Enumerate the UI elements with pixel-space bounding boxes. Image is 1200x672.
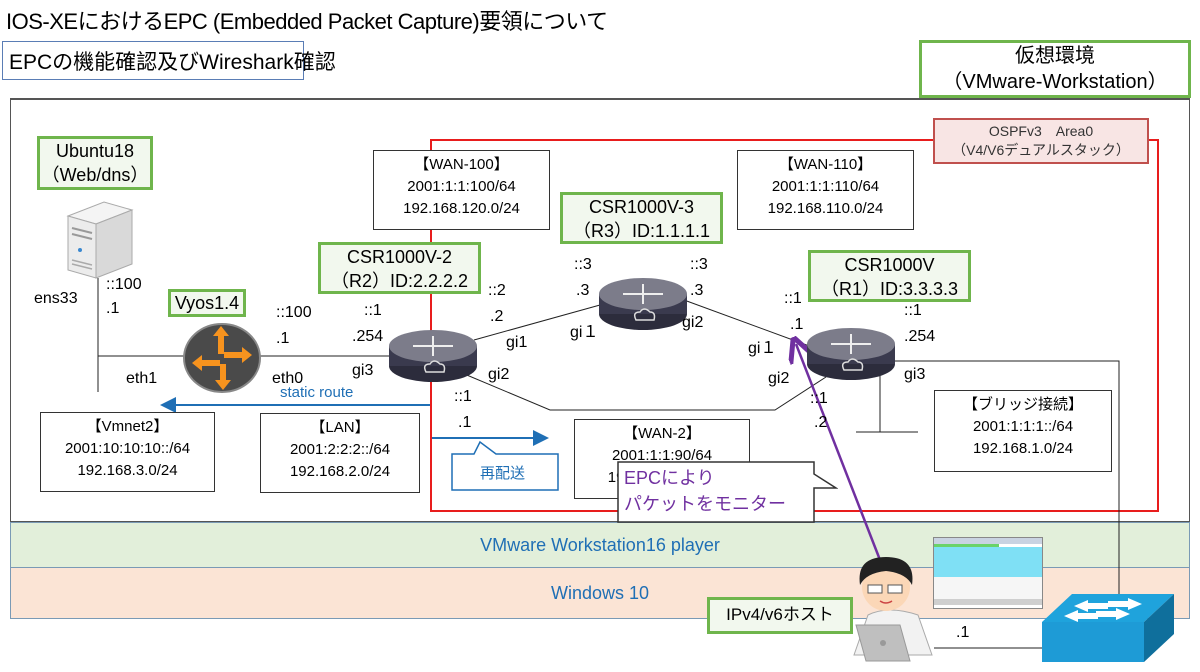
lan-name: 【LAN】: [310, 419, 370, 436]
ubuntu-label-line2: （Web/dns）: [41, 165, 149, 185]
wan110-name: 【WAN-110】: [778, 156, 873, 173]
r3-label: CSR1000V-3 （R3）ID:1.1.1.1: [560, 192, 723, 244]
page-title: IOS-XEにおけるEPC (Embedded Packet Capture)要…: [6, 9, 608, 34]
bridge-ipv6: 2001:1:1:1::/64: [972, 418, 1074, 435]
r3-gi1-ipv6: ::3: [574, 256, 592, 273]
wireshark-thumbnail: [933, 537, 1043, 609]
r1-gi3-ipv4: .254: [904, 328, 936, 345]
r3-gi1-ipv4: .3: [576, 282, 590, 299]
virtual-environment-frame: [10, 98, 1190, 522]
r3-gi1-name: gi１: [570, 324, 599, 341]
r2-gi3-name: gi3: [352, 362, 374, 379]
host-ipv4: .1: [956, 624, 970, 641]
vmnet2-ipv6: 2001:10:10:10::/64: [64, 440, 191, 457]
wan100-ipv6: 2001:1:1:100/64: [407, 178, 516, 195]
r1-gi1-ipv4: .1: [790, 316, 804, 333]
vmnet2-ipv4: 192.168.3.0/24: [77, 462, 178, 479]
r2-gi3-ipv6: ::1: [364, 302, 382, 319]
wan2-name: 【WAN-2】: [623, 425, 701, 442]
wan100-ipv4: 192.168.120.0/24: [403, 200, 520, 217]
r1-label-line1: CSR1000V: [844, 255, 935, 275]
r1-gi3-name: gi3: [904, 366, 926, 383]
ospf-label-line1: OSPFv3 Area0: [988, 123, 1094, 139]
r2-gi1-ipv4: .2: [490, 308, 504, 325]
ospf-area-label: OSPFv3 Area0 （V4/V6デュアルスタック）: [933, 118, 1149, 164]
redistribute-callout: [451, 440, 559, 491]
vyos-label: Vyos1.4: [168, 289, 246, 317]
host-user-icon: [853, 557, 933, 662]
epc-monitor-arrow: [796, 344, 882, 561]
ubuntu-label: Ubuntu18 （Web/dns）: [37, 136, 153, 190]
r1-label: CSR1000V （R1）ID:3.3.3.3: [808, 250, 971, 302]
environment-label-line2: （VMware-Workstation）: [942, 71, 1168, 93]
wan110-ipv4: 192.168.110.0/24: [767, 200, 884, 217]
r2-gi2-ipv4: .1: [458, 414, 472, 431]
bridge-ipv4: 192.168.1.0/24: [972, 440, 1074, 457]
r3-gi2-ipv4: .3: [690, 282, 704, 299]
ubuntu-ipv4: .1: [106, 300, 120, 317]
lan-ipv6: 2001:2:2:2::/64: [289, 441, 391, 458]
r1-router-icon: [807, 328, 895, 380]
r3-label-line1: CSR1000V-3: [588, 197, 695, 217]
bridge-link: [892, 360, 1120, 600]
wan100-network-box: 【WAN-100】 2001:1:1:100/64 192.168.120.0/…: [373, 150, 550, 230]
r2-gi2-ipv6: ::1: [454, 388, 472, 405]
r1-gi1-ipv6: ::1: [784, 290, 802, 307]
wan2-link: [461, 372, 827, 411]
vyos-router-icon: [183, 323, 261, 393]
vyos-ipv4: .1: [276, 330, 290, 347]
static-route-label: static route: [280, 384, 354, 401]
wan2-ipv6: 2001:1:1:90/64: [611, 447, 713, 464]
r3-gi2-ipv6: ::3: [690, 256, 708, 273]
r1-gi2-ipv4: .2: [814, 414, 828, 431]
bridge-network-box: 【ブリッジ接続】 2001:1:1:1::/64 192.168.1.0/24: [934, 390, 1112, 472]
ubuntu-ipv6: ::100: [106, 276, 142, 293]
bridge-name: 【ブリッジ接続】: [962, 396, 1083, 413]
r2-gi1-name: gi1: [506, 334, 528, 351]
r2-gi3-ipv4: .254: [352, 328, 384, 345]
r2-label-line1: CSR1000V-2: [346, 247, 453, 267]
r3-gi2-name: gi2: [682, 314, 704, 331]
wan100-link: [473, 304, 601, 341]
r2-gi2-name: gi2: [488, 366, 510, 383]
lan-network-box: 【LAN】 2001:2:2:2::/64 192.168.2.0/24: [260, 413, 420, 493]
ubuntu-label-line1: Ubuntu18: [55, 141, 135, 161]
r3-router-icon: [599, 278, 687, 330]
vyos-ipv6: ::100: [276, 304, 312, 321]
page-subtitle: EPCの機能確認及びWireshark確認: [2, 41, 336, 80]
host-label: IPv4/v6ホスト: [707, 597, 853, 634]
epc-callout-line1: EPCにより: [624, 468, 715, 488]
vyos-eth1: eth1: [126, 370, 158, 387]
ospf-label-line2: （V4/V6デュアルスタック）: [952, 142, 1130, 158]
vmnet2-network-box: 【Vmnet2】 2001:10:10:10::/64 192.168.3.0/…: [40, 412, 215, 492]
vyos-eth0: eth0: [272, 370, 304, 387]
switch-icon: [1042, 594, 1174, 662]
vmnet2-name: 【Vmnet2】: [86, 418, 169, 435]
environment-label-line1: 仮想環境: [1015, 45, 1095, 67]
r1-gi3-ipv6: ::1: [904, 302, 922, 319]
wan110-ipv6: 2001:1:1:110/64: [771, 178, 880, 195]
epc-callout-text: EPCにより パケットをモニター: [624, 465, 786, 517]
server-icon: [66, 201, 134, 279]
lan-ipv4: 192.168.2.0/24: [289, 463, 391, 480]
r1-label-line2: （R1）ID:3.3.3.3: [820, 279, 959, 299]
wan110-network-box: 【WAN-110】 2001:1:1:110/64 192.168.110.0/…: [737, 150, 914, 230]
r2-label: CSR1000V-2 （R2）ID:2.2.2.2: [318, 242, 481, 294]
epc-callout-line2: パケットをモニター: [624, 494, 786, 514]
redistribute-label: 再配送: [480, 465, 526, 482]
r2-label-line2: （R2）ID:2.2.2.2: [330, 271, 469, 291]
r1-gi1-name: gi１: [748, 340, 777, 357]
epc-callout: [617, 461, 838, 523]
r3-label-line2: （R3）ID:1.1.1.1: [572, 221, 711, 241]
environment-label: 仮想環境 （VMware-Workstation）: [919, 40, 1191, 98]
wan100-name: 【WAN-100】: [414, 156, 509, 173]
r2-router-icon: [389, 330, 477, 382]
r1-gi2-name: gi2: [768, 370, 790, 387]
r1-gi2-ipv6: ::1: [810, 390, 828, 407]
r2-gi1-ipv6: ::2: [488, 282, 506, 299]
ubuntu-iface: ens33: [34, 290, 78, 307]
